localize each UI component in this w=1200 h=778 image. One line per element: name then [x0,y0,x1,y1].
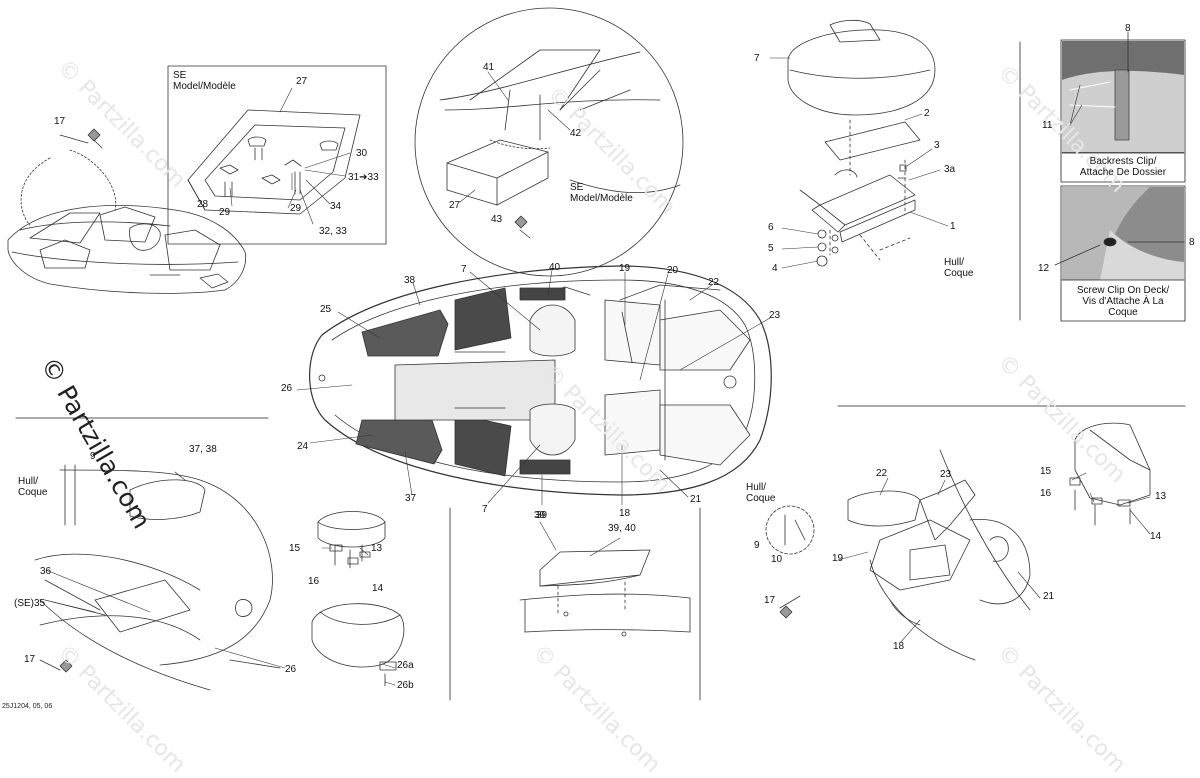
hull-coque-label: Hull/ Coque [746,482,776,504]
callout-label: 17 [24,654,36,665]
callout-label: 26 [285,664,297,675]
hull-coque-label: Hull/ Coque [18,476,48,498]
backrest-clip-caption: Backrests Clip/ Attache De Dossier [1079,156,1167,178]
callout-label: 1 [950,221,956,232]
footer-code: 25J1204, 05, 06 [2,703,53,710]
callout-label: 14 [372,583,384,594]
parts-diagram: © Partzilla.com © Partzilla.com © Partzi… [2,7,1195,778]
callout-label: 39 [534,510,546,521]
callout-label: 40 [549,262,561,273]
callout-label: 22 [708,277,720,288]
callout-label: 36 [40,566,52,577]
callout-label: 30 [356,148,368,159]
bow-seat-drawing [34,464,281,691]
callout-label: 8 [1189,237,1195,248]
callout-label: 3a [944,164,956,175]
callout-label: 14 [1150,531,1162,542]
callout-label: 28 [197,199,209,210]
leader-lines [45,57,1151,686]
callout-label: 24 [297,441,309,452]
callout-label: 15 [289,543,301,554]
screw-clip-caption: Screw Clip On Deck/ Vis d'Attache À La C… [1076,285,1170,318]
callout-label: 9 [754,540,760,551]
callout-label: 26b [397,680,414,691]
callout-label: 29 [219,207,231,218]
callout-label: 7 [482,504,488,515]
callout-label: 43 [491,214,503,225]
callout-label: 37 [405,493,417,504]
callout-label: 19 [832,553,844,564]
boat-overview-drawing [7,128,247,294]
callout-label: 17 [764,595,776,606]
callout-label: 19 [619,263,631,274]
callout-label: 17 [54,116,66,127]
se-box-drawing [167,65,387,245]
callout-label: 15 [1040,466,1052,477]
callout-label: 21 [690,494,702,505]
hull-coque-label: Hull/ Coque [944,257,974,279]
callout-label: 27 [296,76,308,87]
rear-seat-drawing [765,422,1151,661]
callout-label: 26a [397,660,414,671]
callout-label: 8 [1125,23,1131,34]
se-model-label: SE Model/Modèle [173,70,236,92]
callout-label: 39 [536,510,548,521]
callout-label: 4 [772,263,778,274]
callout-label: 10 [771,554,783,565]
callout-label: 41 [483,62,495,73]
callout-label: 5 [768,243,774,254]
cushion-small-drawing [311,511,405,687]
callout-label: 23 [769,310,781,321]
callout-label: 29 [290,203,302,214]
callout-label: 9 [90,451,96,462]
callout-label: 7 [461,264,467,275]
callout-label: 7 [754,53,760,64]
se-model-label: SE Model/Modèle [570,182,633,204]
callout-label: 25 [320,304,332,315]
callout-label: 18 [619,508,631,519]
callout-label: 42 [570,128,582,139]
callout-label: 13 [1155,491,1167,502]
callout-label: 11 [1042,120,1053,131]
lid-drawing [519,549,691,637]
callout-label: 13 [371,543,383,554]
callout-label: 21 [1043,591,1055,602]
photo-panels [1054,31,1186,322]
callout-label: 26 [281,383,293,394]
callout-label: 37, 38 [189,444,217,455]
callout-label: 34 [330,201,342,212]
callout-label: 31➔33 [348,172,379,183]
callout-label: 3 [934,140,940,151]
seat-base-drawing [787,19,936,267]
callout-label: 39, 40 [608,523,636,534]
callout-label: 20 [667,265,679,276]
main-boat-drawing [309,265,772,496]
callout-label: 16 [308,576,320,587]
callout-label: 16 [1040,488,1052,499]
callout-label: (SE)35 [14,598,46,609]
se-circle-drawing [414,7,684,277]
callout-label: 23 [940,469,952,480]
callout-label: 6 [768,222,774,233]
callout-label: 22 [876,468,888,479]
callout-label: 18 [893,641,905,652]
diagram-drawing [7,7,1186,701]
callout-label: 12 [1038,263,1050,274]
callout-label: 32, 33 [319,226,347,237]
callout-label: 27 [449,200,461,211]
callout-label: 38 [404,275,416,286]
callout-label: 2 [924,108,930,119]
